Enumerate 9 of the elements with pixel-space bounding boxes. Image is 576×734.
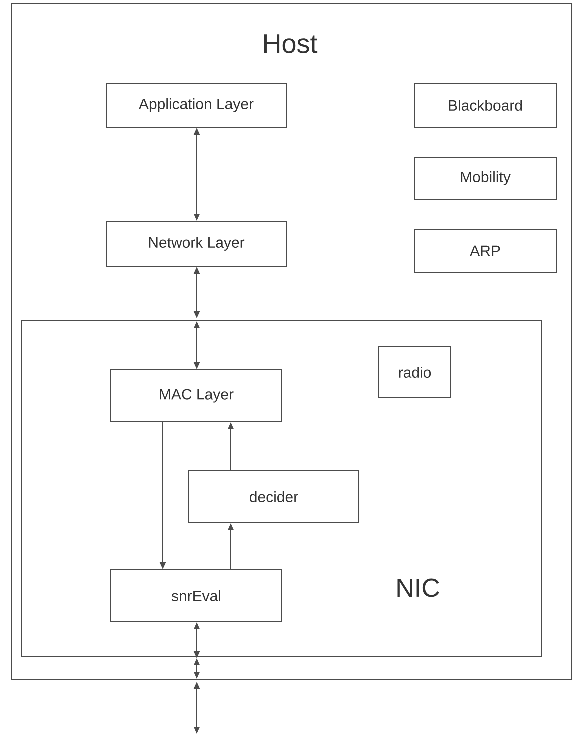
module-box: Application Layer [106,83,287,128]
module-box: snrEval [110,570,282,622]
module-box: radio [378,346,452,398]
module-box: decider [188,470,360,524]
module-box: Blackboard [414,83,557,128]
module-box: MAC Layer [110,370,282,422]
module-box: ARP [414,229,557,273]
module-box: Mobility [414,157,557,200]
module-box: Network Layer [106,221,287,267]
